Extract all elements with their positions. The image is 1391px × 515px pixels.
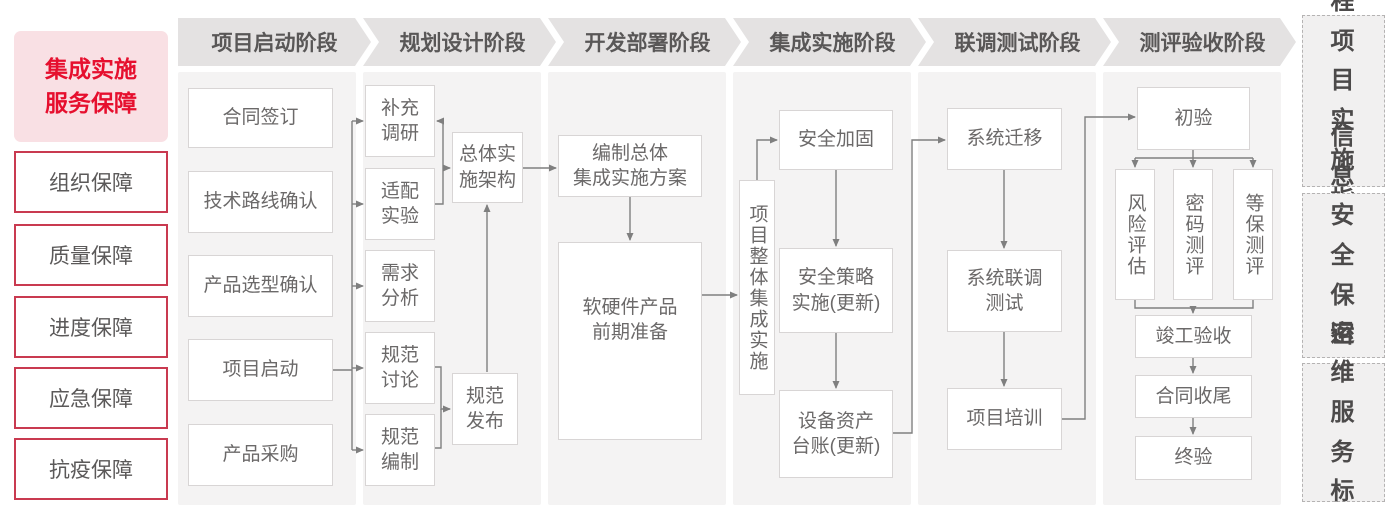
node-security-policy-update: 安全策略 实施(更新): [779, 248, 893, 333]
node-requirement-analysis: 需求 分析: [365, 250, 435, 322]
phase-header-planning: 规划设计阶段: [363, 18, 556, 66]
node-product-selection-confirm: 产品选型确认: [188, 255, 333, 317]
node-system-migration: 系统迁移: [947, 108, 1062, 170]
node-overall-project-integration: 项目整体集成实施: [739, 180, 775, 395]
node-spec-drafting: 规范 编制: [365, 414, 435, 486]
phase-header-kickoff: 项目启动阶段: [178, 18, 371, 66]
sidebar-item-organization: 组织保障: [14, 151, 168, 213]
sidebar-item-emergency: 应急保障: [14, 367, 168, 429]
node-system-joint-testing: 系统联调 测试: [947, 250, 1062, 332]
node-security-hardening: 安全加固: [779, 110, 893, 170]
node-completion-acceptance: 竣工验收: [1135, 315, 1252, 358]
node-crypto-evaluation: 密码测评: [1173, 169, 1213, 300]
phase-header-acceptance: 测评验收阶段: [1103, 18, 1296, 66]
node-tech-route-confirm: 技术路线确认: [188, 171, 333, 233]
node-project-kickoff: 项目启动: [188, 339, 333, 401]
node-spec-release: 规范 发布: [452, 373, 518, 445]
node-final-acceptance: 终验: [1135, 436, 1252, 480]
sidebar-item-epidemic: 抗疫保障: [14, 438, 168, 500]
node-hw-sw-preparation: 软硬件产品 前期准备: [558, 242, 702, 440]
sidebar-item-schedule: 进度保障: [14, 296, 168, 358]
node-initial-acceptance: 初验: [1137, 87, 1250, 150]
node-risk-assessment: 风险评估: [1115, 169, 1155, 300]
node-asset-ledger-update: 设备资产 台账(更新): [779, 390, 893, 478]
phase-header-integration: 集成实施阶段: [733, 18, 926, 66]
node-product-procurement: 产品采购: [188, 424, 333, 486]
node-supplementary-research: 补充 调研: [365, 85, 435, 157]
node-adaptation-experiment: 适配 实验: [365, 168, 435, 240]
node-contract-closure: 合同收尾: [1135, 375, 1252, 418]
node-project-training: 项目培训: [947, 388, 1062, 450]
phase-header-development: 开发部署阶段: [548, 18, 741, 66]
sidebar-item-quality: 质量保障: [14, 224, 168, 286]
standard-box-security-standard: 信息 安全 保密 标准: [1302, 123, 1385, 427]
phase-header-testing: 联调测试阶段: [918, 18, 1111, 66]
node-spec-discussion: 规范 讨论: [365, 332, 435, 404]
standard-box-ops-standard: 运维 服务 标准: [1302, 320, 1385, 505]
node-overall-integration-plan: 编制总体 集成实施方案: [558, 135, 702, 197]
node-contract-signing: 合同签订: [188, 88, 333, 148]
node-overall-architecture: 总体实 施架构: [452, 132, 523, 203]
node-mlps-evaluation: 等保测评: [1233, 169, 1273, 300]
sidebar-title: 集成实施 服务保障: [14, 31, 168, 142]
